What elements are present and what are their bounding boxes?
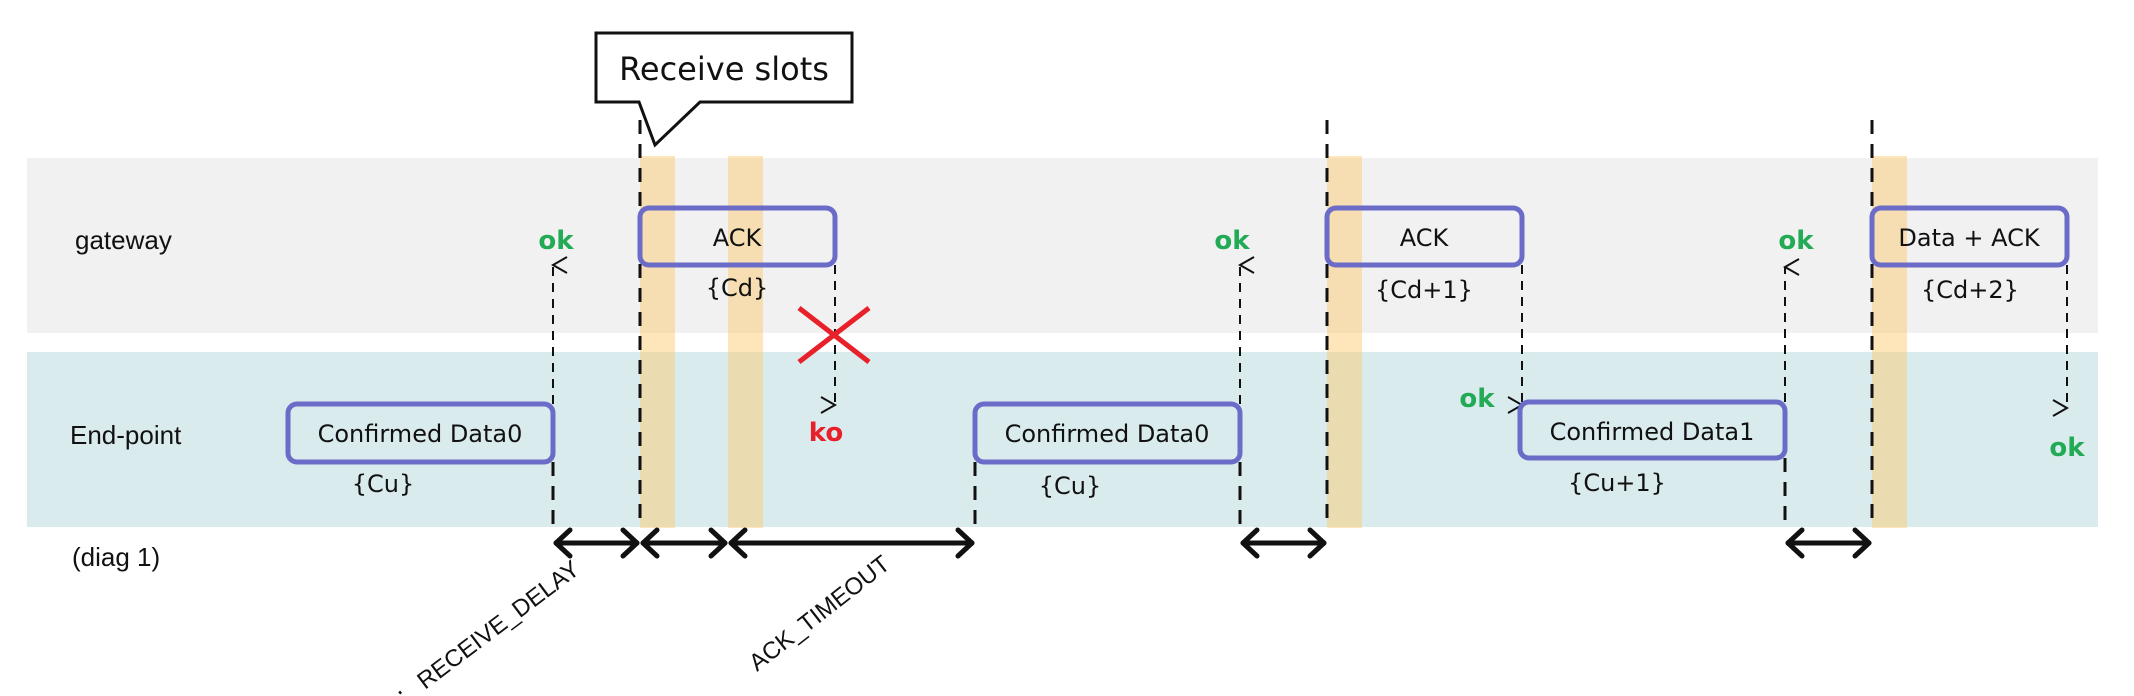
message-counter: {Cd+1} [1375,276,1473,304]
diagram-caption: (diag 1) [72,542,160,572]
message-label: Confirmed Data0 [1005,420,1210,448]
ack-timeout-label: ACK_TIMEOUT [744,550,895,677]
message-flows [553,265,2067,408]
message-label: Data + ACK [1898,224,2040,252]
receive-delay-label: RECEIVE_DELAY [412,555,584,694]
timing-arrows [553,527,1872,559]
message-counter: {Cu+1} [1568,469,1666,497]
status-ok: ok [1459,384,1495,414]
message-box: Confirmed Data0 {Cu} [972,401,1243,500]
double-arrow-icon [728,527,975,559]
callout-label: Receive slots [619,50,829,88]
status-ok: ok [1214,226,1250,256]
message-boxes: Confirmed Data0 {Cu} ACK {Cd} Confirmed … [285,205,2070,500]
cross-icon [797,306,871,364]
message-box: Data + ACK {Cd+2} [1869,205,2070,304]
callout-bubble [594,31,854,148]
message-counter: {Cu} [1039,472,1102,500]
message-counter: {Cd+2} [1921,276,2019,304]
message-box: ACK {Cd} [637,205,838,302]
message-label: Confirmed Data0 [318,420,523,448]
lane-label-gateway: gateway [75,225,172,255]
receive-slots [640,156,1907,528]
message-box: Confirmed Data1 {Cu+1} [1517,399,1788,497]
endpoint-lane-band [27,352,2098,527]
receive-slot [728,156,763,528]
message-box: Confirmed Data0 {Cu} [285,401,556,498]
timeline-guides [551,120,1874,528]
receive-slot [640,156,675,528]
status-ok: ok [538,226,574,256]
receive-slot [1872,156,1907,528]
double-arrow-icon [640,527,728,559]
double-arrow-icon [1240,527,1327,559]
message-label: ACK [1400,224,1450,252]
status-labels: ok ko ok ok ok ok [538,226,2085,463]
status-ok: ok [2049,433,2085,463]
receive-slot [1327,156,1362,528]
status-ok: ok [1778,226,1814,256]
message-counter: {Cd} [706,274,769,302]
message-label: Confirmed Data1 [1550,418,1755,446]
lane-label-endpoint: End-point [70,420,182,450]
double-arrow-icon [553,527,640,559]
status-ko: ko [809,418,843,448]
message-label: ACK [713,224,763,252]
receive-slots-callout: Receive slots [594,31,854,148]
message-box: ACK {Cd+1} [1324,205,1525,304]
gateway-lane-band [27,158,2098,333]
clipped-label-fragment: . [385,674,408,696]
message-counter: {Cu} [352,470,415,498]
double-arrow-icon [1785,527,1872,559]
